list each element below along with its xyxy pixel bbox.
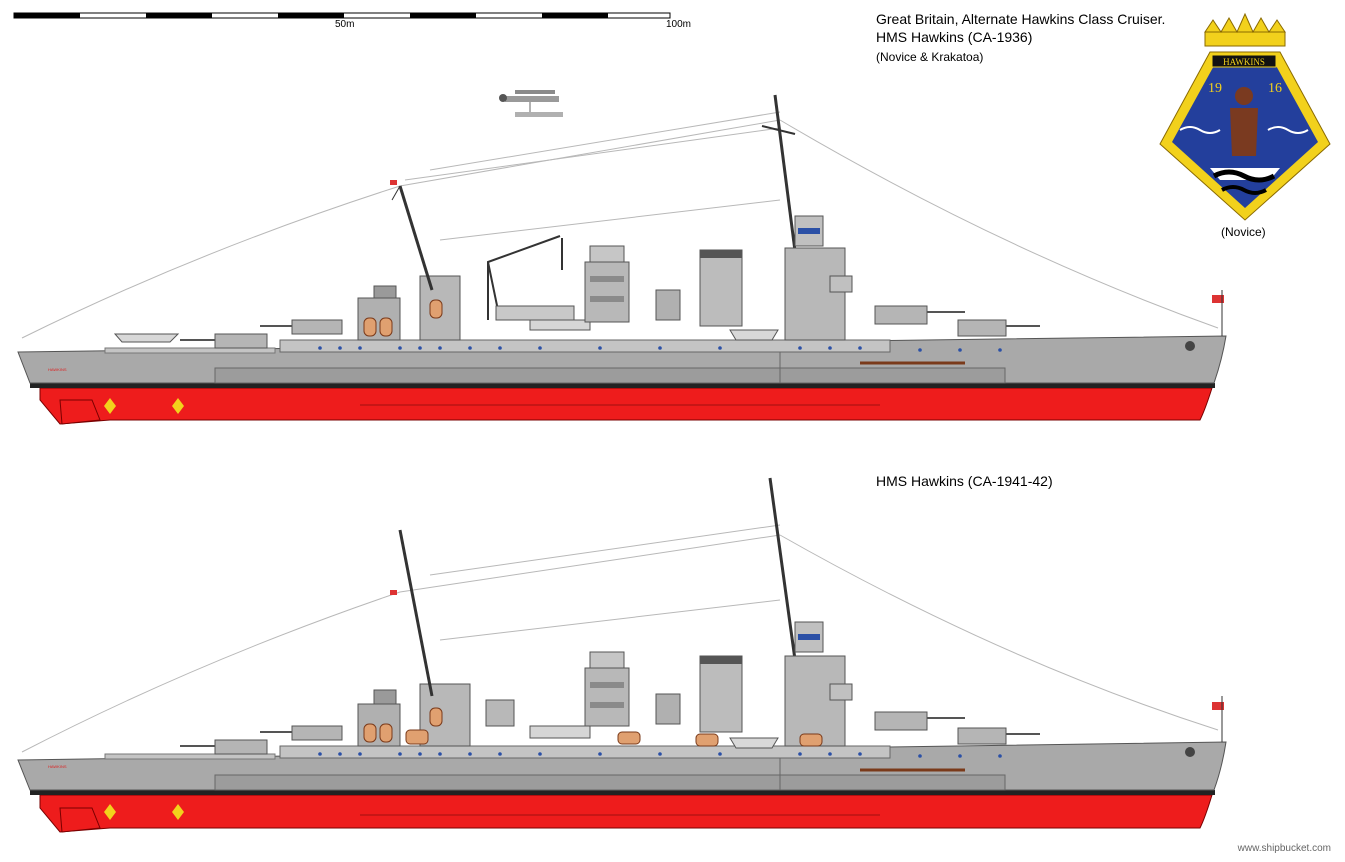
hull-name-2: HAWKINS xyxy=(48,764,67,769)
ship-1936-profile: HAWKINS xyxy=(17,90,1227,425)
seaplane-icon xyxy=(499,90,563,117)
ship2-title: HMS Hawkins (CA-1941-42) xyxy=(876,473,1053,489)
hull-name-1: HAWKINS xyxy=(48,367,67,372)
site-credit: www.shipbucket.com xyxy=(1237,843,1331,854)
scale-label-50m: 50m xyxy=(335,19,355,30)
scale-label-100m: 100m xyxy=(666,19,692,30)
naval-crown-icon xyxy=(1204,12,1286,47)
header-line-1: Great Britain, Alternate Hawkins Class C… xyxy=(876,11,1166,27)
header-line-2: HMS Hawkins (CA-1936) xyxy=(876,29,1033,45)
scale-bar xyxy=(13,12,671,19)
ship-crest: HAWKINS 19 16 xyxy=(1159,12,1331,221)
ship-1941-profile: HAWKINS xyxy=(17,477,1227,833)
crest-caption: (Novice) xyxy=(1221,225,1266,239)
crest-year-left: 19 xyxy=(1208,81,1222,96)
header-line-3: (Novice & Krakatoa) xyxy=(876,50,984,64)
crest-year-right: 16 xyxy=(1268,81,1282,96)
propeller-icon xyxy=(104,398,184,414)
crest-name-plate: HAWKINS xyxy=(1223,57,1265,67)
propeller-icon xyxy=(104,804,184,820)
